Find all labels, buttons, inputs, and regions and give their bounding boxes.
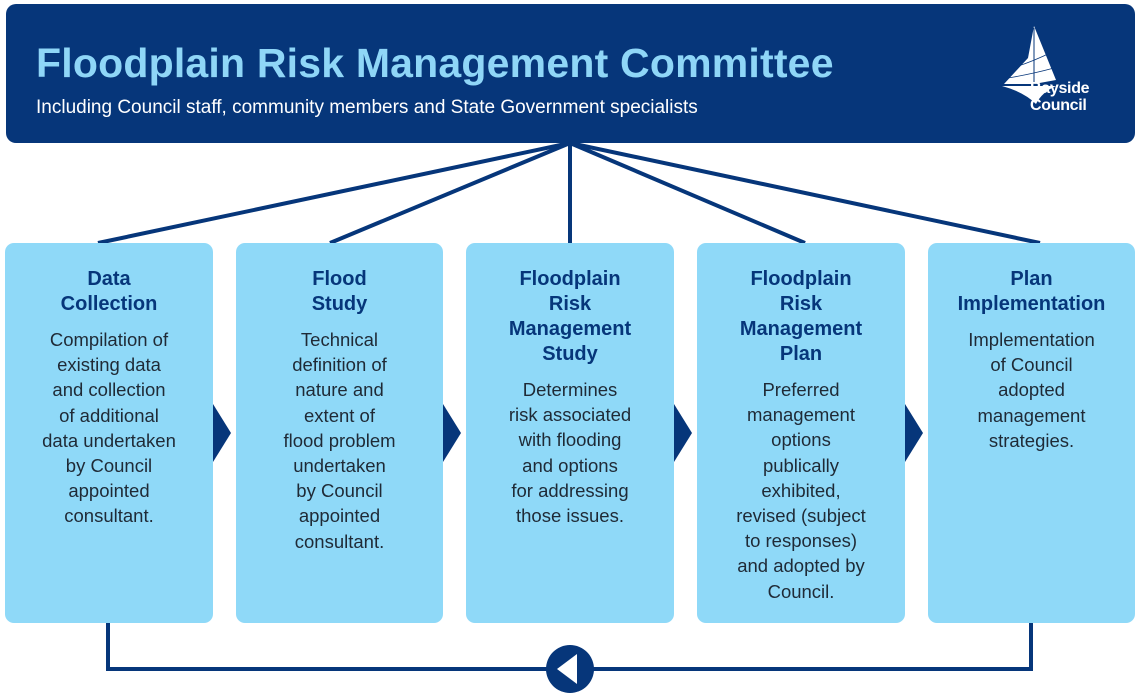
connector-to-plan-implementation — [569, 141, 1041, 245]
connector-to-data-collection — [97, 141, 571, 245]
sailboat-icon — [1002, 26, 1056, 104]
connector-to-flood-study — [329, 141, 571, 245]
logo-line-1: Bayside — [1030, 80, 1090, 97]
stage-title: Data Collection — [60, 268, 158, 315]
stage-card-frm-study: Floodplain Risk Management Study Determi… — [466, 243, 674, 623]
stage-card-flood-study: Flood Study Technical definition of natu… — [236, 243, 443, 623]
triangle-right-icon — [674, 404, 692, 462]
stage-description: Implementation of Council adopted manage… — [968, 329, 1095, 451]
committee-header: Floodplain Risk Management Committee Inc… — [6, 4, 1135, 143]
circle-arrow-left-icon — [546, 645, 594, 693]
triangle-right-icon — [213, 404, 231, 462]
stage-card-plan-implementation: Plan Implementation Implementation of Co… — [928, 243, 1135, 623]
stage-description: Preferred management options publically … — [736, 379, 866, 602]
council-logo-text: Bayside Council — [1030, 80, 1090, 114]
stage-description: Technical definition of nature and exten… — [283, 329, 396, 552]
stage-title: Plan Implementation — [957, 268, 1106, 315]
stage-description: Compilation of existing data and collect… — [42, 329, 176, 527]
stage-card-frm-plan: Floodplain Risk Management Plan Preferre… — [697, 243, 905, 623]
stage-description: Determines risk associated with flooding… — [508, 379, 632, 527]
triangle-right-icon — [905, 404, 923, 462]
page-title: Floodplain Risk Management Committee — [36, 40, 834, 86]
connector-to-frm-plan — [569, 141, 806, 245]
stage-title: Flood Study — [311, 268, 368, 315]
page-subtitle: Including Council staff, community membe… — [36, 97, 698, 118]
logo-line-2: Council — [1030, 97, 1087, 114]
stage-title: Floodplain Risk Management Plan — [739, 268, 863, 365]
stage-title: Floodplain Risk Management Study — [508, 268, 632, 365]
stage-card-data-collection: Data Collection Compilation of existing … — [5, 243, 213, 623]
triangle-right-icon — [443, 404, 461, 462]
